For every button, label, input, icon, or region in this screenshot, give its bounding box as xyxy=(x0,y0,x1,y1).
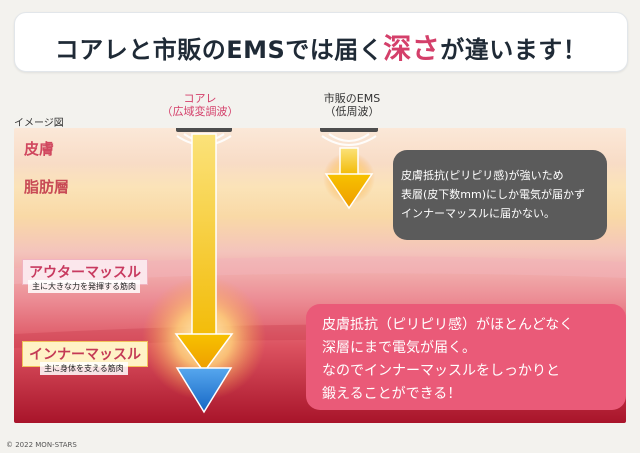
copyright: © 2022 MON-STARS xyxy=(6,441,77,449)
inner-muscle-label: インナーマッスル xyxy=(22,341,148,367)
koare-sub: （広域変調波） xyxy=(161,105,239,118)
pink-callout-line: なのでインナーマッスルをしっかりと xyxy=(322,363,560,379)
diagram-caption: イメージ図 xyxy=(14,118,64,129)
title-pre: コアレと市販のEMSでは届く xyxy=(54,36,384,64)
commercial-waves xyxy=(321,133,377,146)
title-banner: コアレと市販のEMSでは届く深さが違います！ xyxy=(14,12,628,72)
gray-callout-line: 表層(皮下数mm)にしか電気が届かず xyxy=(401,188,586,201)
commercial-ems-callout: 皮膚抵抗(ピリピリ感)が強いため 表層(皮下数mm)にしか電気が届かず インナー… xyxy=(393,150,607,240)
koare-device-label: コアレ （広域変調波） xyxy=(150,92,250,118)
title-post: が違います！ xyxy=(440,36,588,64)
inner-muscle-desc: 主に身体を支える筋肉 xyxy=(40,362,128,375)
pink-callout-line: 深層にまで電気が届く。 xyxy=(322,340,476,356)
commercial-name: 市販のEMS xyxy=(323,92,381,105)
pink-callout-line: 皮膚抵抗（ピリピリ感）がほとんどなく xyxy=(322,317,574,333)
koare-arrow xyxy=(174,133,234,414)
title-highlight: 深さ xyxy=(383,32,441,65)
koare-callout: 皮膚抵抗（ピリピリ感）がほとんどなく 深層にまで電気が届く。 なのでインナーマッ… xyxy=(306,304,626,410)
commercial-arrow xyxy=(324,147,374,210)
koare-name: コアレ xyxy=(183,92,217,105)
pink-callout-line: 鍛えることができる！ xyxy=(322,386,462,402)
koare-pad xyxy=(176,128,232,132)
page-title: コアレと市販のEMSでは届く深さが違います！ xyxy=(15,27,627,67)
gray-callout-line: インナーマッスルに届かない。 xyxy=(401,207,555,220)
gray-callout-line: 皮膚抵抗(ピリピリ感)が強いため xyxy=(401,169,564,182)
commercial-device-label: 市販のEMS （低周波） xyxy=(297,92,407,118)
fat-layer-label: 脂肪層 xyxy=(24,178,70,196)
skin-layer-label: 皮膚 xyxy=(24,140,55,158)
commercial-pad xyxy=(320,128,378,132)
outer-muscle-desc: 主に大きな力を発揮する筋肉 xyxy=(28,280,140,293)
commercial-sub: （低周波） xyxy=(324,105,380,118)
outer-muscle-band xyxy=(14,256,626,284)
